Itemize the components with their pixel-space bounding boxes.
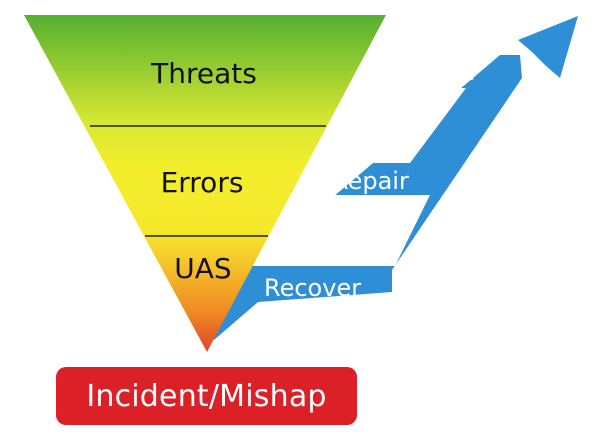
funnel-triangle xyxy=(24,15,386,352)
band-label-repair: Repair xyxy=(332,167,409,195)
funnel-level-threats: Threats xyxy=(150,57,257,90)
arrow-gap-lower xyxy=(252,195,430,266)
arrow-gap-upper xyxy=(284,88,466,163)
funnel-level-uas: UAS xyxy=(174,252,231,285)
band-label-recover: Recover xyxy=(264,274,361,302)
arrow-head xyxy=(518,16,578,78)
incident-mishap-box: Incident/Mishap xyxy=(56,367,357,425)
incident-mishap-label: Incident/Mishap xyxy=(86,378,327,414)
band-label-prepare: Prepare xyxy=(383,58,475,86)
funnel-level-errors: Errors xyxy=(161,166,244,199)
